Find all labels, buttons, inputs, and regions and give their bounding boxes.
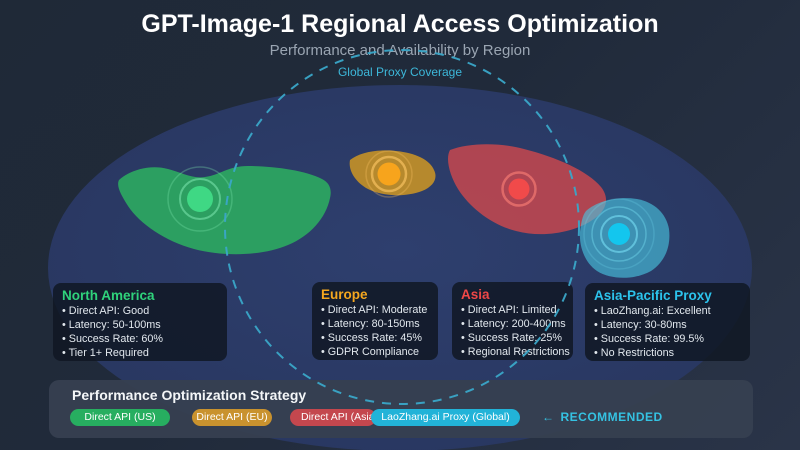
region-card-asia-pacific-proxy: Asia-Pacific Proxy LaoZhang.ai: Excellen… xyxy=(585,283,750,361)
recommended-label: ← RECOMMENDED xyxy=(542,410,663,424)
strategy-title: Performance Optimization Strategy xyxy=(72,387,307,403)
card-line: No Restrictions xyxy=(594,346,741,360)
europe-marker xyxy=(365,150,413,198)
region-card-europe: Europe Direct API: Moderate Latency: 80-… xyxy=(312,282,438,360)
card-line: Tier 1+ Required xyxy=(62,346,218,360)
card-line: Latency: 200-400ms xyxy=(461,317,566,331)
left-arrow-icon: ← xyxy=(542,410,555,424)
card-line: Direct API: Good xyxy=(62,304,218,318)
coverage-label: Global Proxy Coverage xyxy=(337,65,463,79)
card-line: Success Rate: 60% xyxy=(62,332,218,346)
region-card-asia: Asia Direct API: Limited Latency: 200-40… xyxy=(452,282,573,360)
card-line: GDPR Compliance xyxy=(321,345,429,359)
header: GPT-Image-1 Regional Access Optimization… xyxy=(0,0,800,79)
page-title: GPT-Image-1 Regional Access Optimization xyxy=(141,10,659,38)
card-line: Direct API: Moderate xyxy=(321,303,429,317)
card-title: Asia-Pacific Proxy xyxy=(594,288,712,303)
card-title: Asia xyxy=(461,287,490,302)
page-subtitle: Performance and Availability by Region xyxy=(269,42,531,59)
legend-pill-direct-api-eu[interactable]: Direct API (EU) xyxy=(192,409,272,426)
asia-pacific-marker xyxy=(583,198,655,270)
legend-pill-direct-api-asia[interactable]: Direct API (Asia) xyxy=(290,409,378,426)
card-line: Success Rate: 45% xyxy=(321,331,429,345)
recommended-text: RECOMMENDED xyxy=(560,410,663,424)
legend-pill-laozhang-proxy[interactable]: LaoZhang.ai Proxy (Global) xyxy=(371,409,520,426)
card-line: Direct API: Limited xyxy=(461,303,564,317)
card-line: Success Rate: 25% xyxy=(461,331,564,345)
card-title: Europe xyxy=(321,287,368,302)
strategy-panel: Performance Optimization Strategy Direct… xyxy=(49,380,753,438)
card-line: LaoZhang.ai: Excellent xyxy=(594,304,741,318)
card-line: Latency: 30-80ms xyxy=(594,318,741,332)
region-card-north-america: North America Direct API: Good Latency: … xyxy=(53,283,227,361)
legend-pill-direct-api-us[interactable]: Direct API (US) xyxy=(70,409,170,426)
card-line: Regional Restrictions xyxy=(461,345,570,359)
card-title: North America xyxy=(62,288,155,303)
card-line: Latency: 80-150ms xyxy=(321,317,429,331)
card-line: Latency: 50-100ms xyxy=(62,318,218,332)
card-line: Success Rate: 99.5% xyxy=(594,332,741,346)
